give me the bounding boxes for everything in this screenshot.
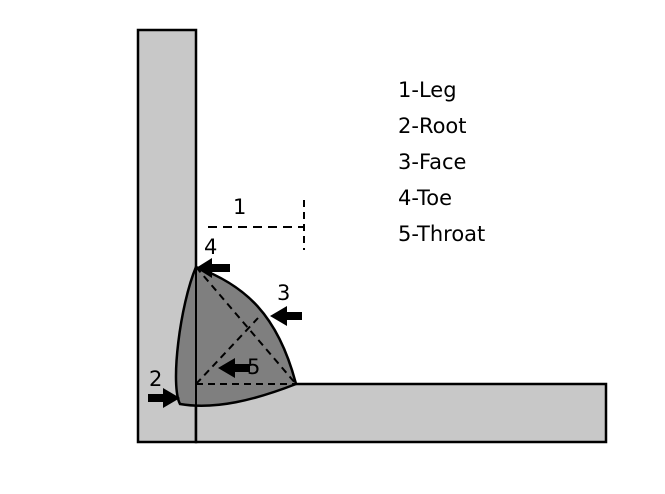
vertical-plate [136,28,198,444]
legend-item: 4-Toe [398,186,452,210]
throat-arrow [218,358,250,378]
diagonal-dashed-line [195,317,259,385]
throat-dashed-line [195,266,297,385]
legend-item: 2-Root [398,114,467,138]
toe-label: 4 [204,235,217,259]
face-arrow [270,306,302,326]
legend-item: 1-Leg [398,78,457,102]
face-label: 3 [277,281,290,305]
legend: 1-Leg 2-Root 3-Face 4-Toe 5-Throat [398,78,485,246]
root-arrow [148,388,180,408]
weld-bead [174,265,298,407]
toe-arrow [196,258,230,278]
legend-item: 3-Face [398,150,466,174]
leg-label: 1 [233,195,246,219]
legend-item: 5-Throat [398,222,485,246]
throat-label: 5 [247,355,260,379]
root-label: 2 [149,367,162,391]
